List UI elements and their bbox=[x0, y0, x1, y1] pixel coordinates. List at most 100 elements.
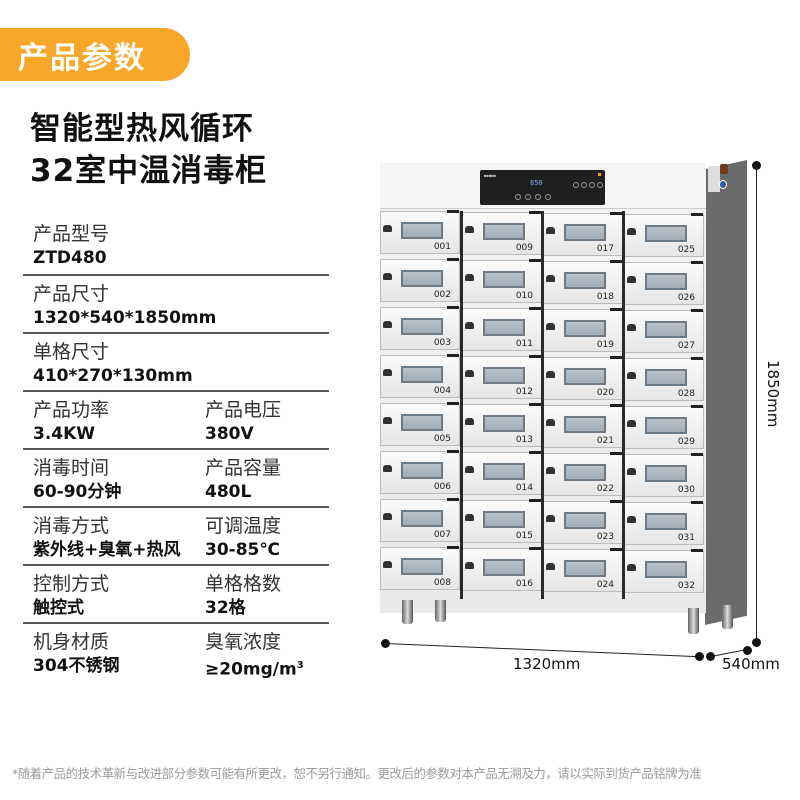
compartment-number: 014 bbox=[515, 483, 533, 493]
compartment-door: 006 bbox=[380, 450, 460, 494]
depth-dimension-label: 540mm bbox=[722, 655, 780, 673]
compartment-door: 007 bbox=[380, 498, 460, 542]
spec-row-size: 产品尺寸 1320*540*1850mm bbox=[23, 276, 329, 334]
door-handle-icon bbox=[383, 369, 392, 376]
hinge-icon bbox=[447, 210, 459, 213]
hinge-icon bbox=[691, 549, 703, 552]
hinge-icon bbox=[610, 356, 622, 359]
door-window bbox=[645, 225, 687, 242]
control-panel-brand-logo: ■■■■■ bbox=[484, 173, 497, 178]
compartment-number: 030 bbox=[677, 485, 695, 495]
compartment-number: 007 bbox=[433, 530, 451, 540]
compartment-door: 015 bbox=[462, 499, 542, 543]
hinge-icon bbox=[447, 498, 459, 501]
hinge-icon bbox=[529, 307, 541, 310]
door-handle-icon bbox=[627, 516, 636, 523]
hinge-icon bbox=[447, 402, 459, 405]
compartment-number: 019 bbox=[596, 340, 614, 350]
spec-value: 30-85℃ bbox=[205, 540, 280, 560]
door-handle-icon bbox=[383, 321, 392, 328]
nameplate-label bbox=[708, 166, 720, 192]
control-button-icon bbox=[597, 182, 603, 188]
spec-label: 单格尺寸 bbox=[33, 341, 110, 363]
door-handle-icon bbox=[465, 322, 474, 329]
control-button-icon bbox=[525, 194, 531, 200]
door-window bbox=[564, 224, 606, 241]
hinge-icon bbox=[529, 547, 541, 550]
hinge-icon bbox=[529, 355, 541, 358]
product-title: 智能型热风循环 32室中温消毒柜 bbox=[30, 108, 267, 192]
door-window bbox=[401, 318, 443, 335]
door-window bbox=[645, 561, 687, 578]
hinge-icon bbox=[447, 546, 459, 549]
width-dimension-label: 1320mm bbox=[513, 655, 581, 673]
cabinet-side-panel bbox=[705, 160, 747, 625]
door-window bbox=[645, 513, 687, 530]
control-button-icon bbox=[581, 182, 587, 188]
hinge-icon bbox=[691, 501, 703, 504]
control-panel: ■■■■■ 850 bbox=[480, 170, 605, 205]
door-handle-icon bbox=[383, 465, 392, 472]
door-window bbox=[564, 416, 606, 433]
compartment-number: 012 bbox=[515, 387, 533, 397]
door-handle-icon bbox=[465, 274, 474, 281]
spec-row-power-voltage: 产品功率 3.4KW 产品电压 380V bbox=[23, 392, 329, 450]
compartment-door: 017 bbox=[543, 212, 623, 256]
door-window bbox=[564, 368, 606, 385]
cabinet-leg bbox=[435, 600, 446, 622]
compartment-door: 031 bbox=[624, 501, 704, 545]
spec-value: 380V bbox=[205, 424, 254, 444]
compartment-door: 027 bbox=[624, 309, 704, 353]
compartment-door: 003 bbox=[380, 306, 460, 350]
door-handle-icon bbox=[546, 515, 555, 522]
door-handle-icon bbox=[546, 419, 555, 426]
door-handle-icon bbox=[546, 467, 555, 474]
door-handle-icon bbox=[627, 564, 636, 571]
hinge-icon bbox=[529, 451, 541, 454]
door-handle-icon bbox=[383, 513, 392, 520]
spec-row-cell-size: 单格尺寸 410*270*130mm bbox=[23, 334, 329, 392]
ozone-value-superscript: 3 bbox=[296, 660, 304, 671]
compartment-door: 032 bbox=[624, 549, 704, 593]
compartment-number: 021 bbox=[596, 436, 614, 446]
spec-value: 触控式 bbox=[33, 598, 84, 618]
hinge-icon bbox=[691, 357, 703, 360]
compartment-door: 009 bbox=[462, 211, 542, 255]
hinge-icon bbox=[610, 404, 622, 407]
door-window bbox=[401, 558, 443, 575]
spec-label: 臭氧浓度 bbox=[205, 631, 282, 653]
compartment-door: 019 bbox=[543, 308, 623, 352]
spec-label: 控制方式 bbox=[33, 573, 110, 595]
control-button-icon bbox=[573, 182, 579, 188]
door-handle-icon bbox=[546, 563, 555, 570]
hinge-icon bbox=[529, 499, 541, 502]
door-handle-icon bbox=[627, 372, 636, 379]
column-divider bbox=[622, 211, 625, 599]
hinge-icon bbox=[447, 306, 459, 309]
compartment-number: 011 bbox=[515, 339, 533, 349]
door-handle-icon bbox=[546, 227, 555, 234]
door-handle-icon bbox=[383, 561, 392, 568]
compartment-number: 017 bbox=[596, 244, 614, 254]
hinge-icon bbox=[610, 500, 622, 503]
compartment-number: 004 bbox=[433, 386, 451, 396]
control-button-icon bbox=[515, 194, 521, 200]
door-window bbox=[564, 464, 606, 481]
compartment-door: 014 bbox=[462, 451, 542, 495]
door-window bbox=[483, 319, 525, 336]
spec-label: 消毒方式 bbox=[33, 515, 110, 537]
door-window bbox=[645, 273, 687, 290]
control-button-icon bbox=[589, 182, 595, 188]
door-window bbox=[564, 560, 606, 577]
compartment-door: 022 bbox=[543, 452, 623, 496]
spec-label: 消毒时间 bbox=[33, 457, 110, 479]
compartment-number: 032 bbox=[677, 581, 695, 591]
spec-value: 410*270*130mm bbox=[33, 366, 193, 386]
door-handle-icon bbox=[627, 324, 636, 331]
ozone-value: ≥20mg/m bbox=[205, 659, 297, 680]
compartment-door: 008 bbox=[380, 546, 460, 590]
height-dimension-line bbox=[756, 165, 757, 640]
door-window bbox=[483, 367, 525, 384]
door-handle-icon bbox=[627, 276, 636, 283]
height-dimension-label: 1850mm bbox=[764, 360, 782, 428]
